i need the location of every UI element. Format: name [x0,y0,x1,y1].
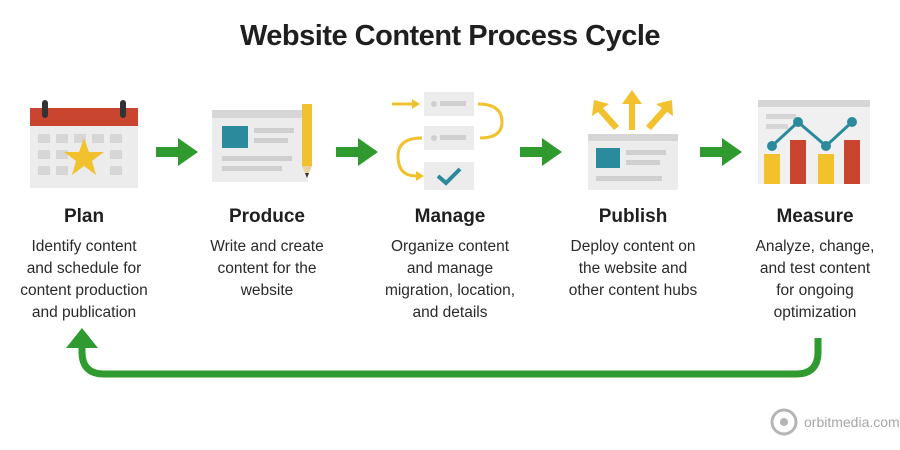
description-line: content for the [217,260,317,277]
description-line: and details [412,304,488,321]
diagram-title: Website Content Process Cycle [239,20,661,52]
stage-title-plan: Plan [63,206,105,227]
description-line: and manage [406,260,494,277]
description-line: and schedule for [26,260,142,277]
stage-title-manage: Manage [414,206,486,227]
orbit-logo-icon [770,408,798,436]
stage-title-measure: Measure [776,206,854,227]
description-line: migration, location, [384,282,516,299]
stage-description-publish: Deploy content on the website and other … [548,236,718,302]
description-line: website [240,282,294,299]
arrow-produce-to-manage [336,138,378,166]
description-line: content production [20,282,148,299]
stage-description-measure: Analyze, change, and test content for on… [730,236,900,324]
stage-title-produce: Produce [228,206,306,227]
document-arrows-icon [588,90,678,190]
description-line: optimization [773,304,857,321]
orbit-media-logo: orbitmedia.com [770,408,900,436]
description-line: the website and [578,260,688,277]
bar-line-chart-icon [758,100,870,184]
description-line: and test content [759,260,871,277]
description-line: and publication [31,304,137,321]
stage-description-plan: Identify content and schedule for conten… [0,236,169,324]
arrow-plan-to-produce [156,138,198,166]
description-line: Deploy content on [570,238,696,255]
description-line: Write and create [210,238,324,255]
description-line: other content hubs [568,282,698,299]
arrow-manage-to-publish [520,138,562,166]
document-pencil-icon [212,104,312,182]
calendar-star-icon [30,100,138,188]
description-line: Organize content [390,238,510,255]
stage-description-manage: Organize content and manage migration, l… [365,236,535,324]
logo-text: orbitmedia.com [804,414,900,430]
description-line: Analyze, change, [755,238,875,255]
description-line: for ongoing [776,282,854,299]
workflow-checklist-icon [392,92,504,190]
description-line: Identify content [31,238,137,255]
stage-description-produce: Write and create content for the website [182,236,352,302]
arrow-publish-to-measure [700,138,742,166]
stage-title-publish: Publish [598,206,668,227]
